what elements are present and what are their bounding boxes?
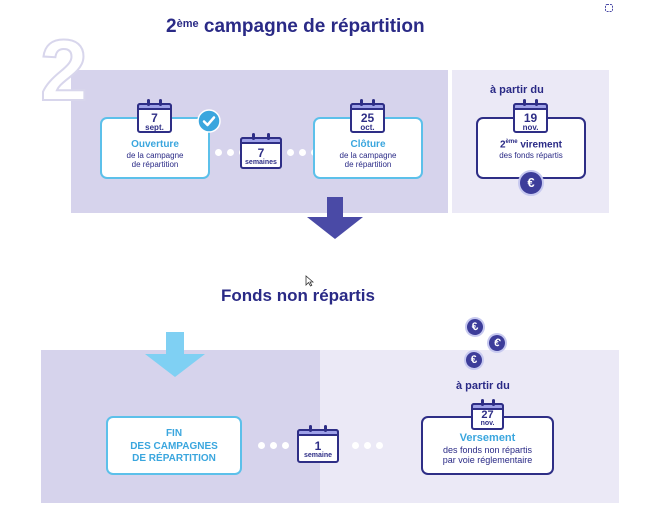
- duration-number: 7: [257, 146, 265, 160]
- payment-date-day: 27: [481, 409, 494, 421]
- payment-text-line2: par voie réglementaire: [442, 454, 533, 465]
- payment-calendar-icon: 27 nov.: [471, 399, 504, 430]
- transfer-text: des fonds répartis: [499, 150, 563, 160]
- down-arrow-icon: [306, 197, 364, 241]
- payment-card: Versement des fonds non répartis par voi…: [421, 416, 554, 475]
- duration-number: 1: [314, 439, 322, 453]
- section1-title: 2ème campagne de répartition: [166, 16, 425, 38]
- duration-unit: semaines: [245, 159, 277, 166]
- transfer-heading-sup: ème: [505, 139, 518, 145]
- closing-date-month: oct.: [360, 123, 375, 132]
- closing-heading: Clôture: [350, 139, 386, 150]
- end-text-line2: DES CAMPAGNES: [130, 440, 218, 452]
- opening-calendar-icon: 7 sept.: [137, 99, 172, 133]
- opening-card: Ouverture de la campagne de répartition: [100, 117, 210, 179]
- end-text-line1: FIN: [165, 428, 183, 439]
- end-campaigns-card: FIN DES CAMPAGNES DE RÉPARTITION: [106, 416, 242, 475]
- transfer-date-day: 19: [523, 111, 538, 125]
- end-text-line3: DE RÉPARTITION: [132, 453, 216, 464]
- transfer-date-month: nov.: [522, 123, 539, 132]
- payment-from-label: à partir du: [456, 380, 510, 392]
- section2-title: Fonds non répartis: [221, 286, 375, 305]
- opening-text-line2: de répartition: [131, 159, 179, 169]
- title-ordinal-number: 2: [166, 16, 177, 37]
- closing-calendar-icon: 25 oct.: [350, 99, 385, 133]
- opening-heading: Ouverture: [131, 139, 179, 150]
- transfer-from-label: à partir du: [490, 84, 544, 96]
- transfer-heading: 2ème virement: [478, 139, 584, 151]
- title-ordinal-suffix: ème: [176, 18, 199, 30]
- payment-date-month: nov.: [480, 420, 495, 427]
- transfer-heading-num: 2: [499, 139, 506, 151]
- closing-text-line2: de répartition: [344, 159, 392, 169]
- connector-dots-right: [352, 442, 383, 449]
- payment-text-line1: des fonds non répartis: [442, 444, 533, 455]
- opening-date-month: sept.: [145, 123, 164, 132]
- duration-unit: semaine: [303, 452, 333, 459]
- down-arrow-sky-icon: [145, 332, 205, 378]
- duration-calendar-icon: 1 semaine: [297, 425, 339, 463]
- transfer-heading-text: virement: [517, 139, 563, 151]
- opening-text-line1: de la campagne: [126, 150, 184, 160]
- duration-calendar-icon: 7 semaines: [240, 133, 282, 169]
- big-outlined-number: 2: [39, 23, 89, 119]
- title-text: campagne de répartition: [198, 16, 425, 37]
- expand-icon[interactable]: [604, 0, 614, 12]
- closing-text-line1: de la campagne: [339, 150, 397, 160]
- closing-date-day: 25: [360, 111, 375, 125]
- euro-coin-icon: €: [462, 314, 488, 340]
- mouse-cursor-icon: [305, 274, 315, 287]
- check-badge-icon: [197, 109, 221, 133]
- euro-coin-icon: €: [518, 170, 544, 196]
- payment-heading: Versement: [459, 432, 516, 444]
- connector-dots-left: [258, 442, 289, 449]
- opening-date-day: 7: [151, 111, 158, 125]
- transfer-calendar-icon: 19 nov.: [513, 99, 548, 133]
